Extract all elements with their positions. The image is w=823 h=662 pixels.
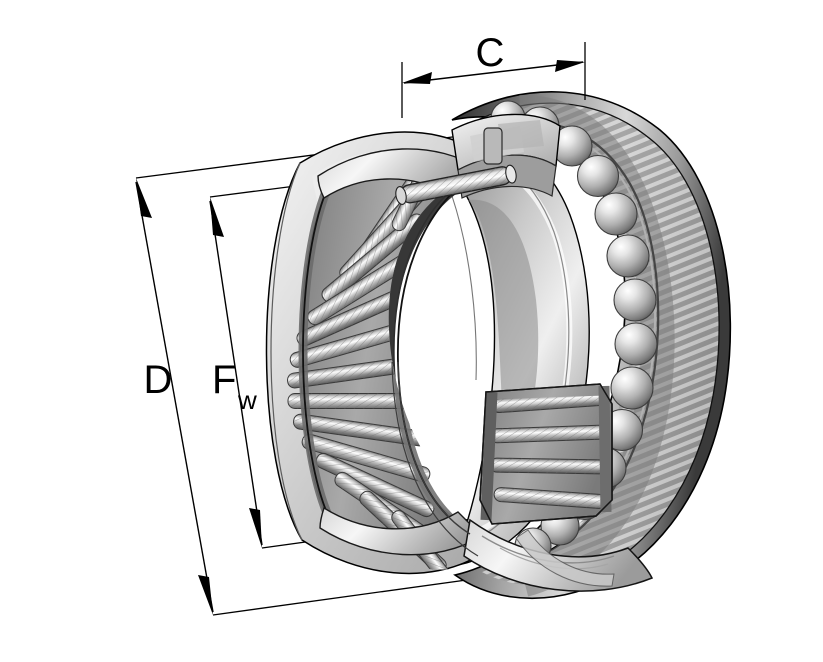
lower-cage-rail-right <box>598 385 612 513</box>
lower-cage-rail-left <box>480 391 498 521</box>
ball <box>576 154 620 198</box>
cutaway-block-top <box>395 113 561 205</box>
ball <box>606 234 650 278</box>
dimension-label-d: D <box>144 358 173 402</box>
fw-dimension-line <box>209 200 263 546</box>
c-arrowhead-left <box>402 72 432 84</box>
lower-skirt-rib <box>515 529 615 587</box>
outer-ring-edge-highlight <box>469 102 720 581</box>
dimension-c: C <box>401 31 586 118</box>
lower-skirt <box>463 518 654 592</box>
cutaway-facet-b <box>498 120 544 150</box>
side-face-left-contour <box>270 162 303 541</box>
d-arrowhead-top <box>136 178 152 218</box>
cutaway-cage-lower <box>479 383 613 525</box>
dimension-d: D <box>135 178 214 615</box>
ball-track-shadow <box>519 95 675 597</box>
dimension-fw: F w <box>209 197 263 548</box>
dimension-annotations: C D F w <box>135 31 586 615</box>
bearing-assembly <box>265 91 732 600</box>
lower-needles <box>489 395 609 509</box>
d-arrowhead-bottom <box>198 575 213 615</box>
ball <box>610 366 654 410</box>
contour-accents <box>391 195 479 557</box>
c-dimension-line <box>403 61 584 84</box>
dimension-label-c: C <box>476 31 505 75</box>
fw-arrowhead-bottom <box>249 508 262 548</box>
dimension-label-fw: F <box>212 358 236 402</box>
ball <box>614 322 658 366</box>
dimension-label-fw-subscript: w <box>237 385 257 415</box>
retaining-pin <box>395 164 517 205</box>
c-arrowhead-right <box>555 60 585 72</box>
fw-arrowhead-top <box>210 197 224 237</box>
ball <box>613 278 657 322</box>
d-dimension-line <box>135 181 214 613</box>
pin-post <box>483 127 503 165</box>
lower-cage-outline <box>479 383 613 525</box>
ball <box>594 192 638 236</box>
